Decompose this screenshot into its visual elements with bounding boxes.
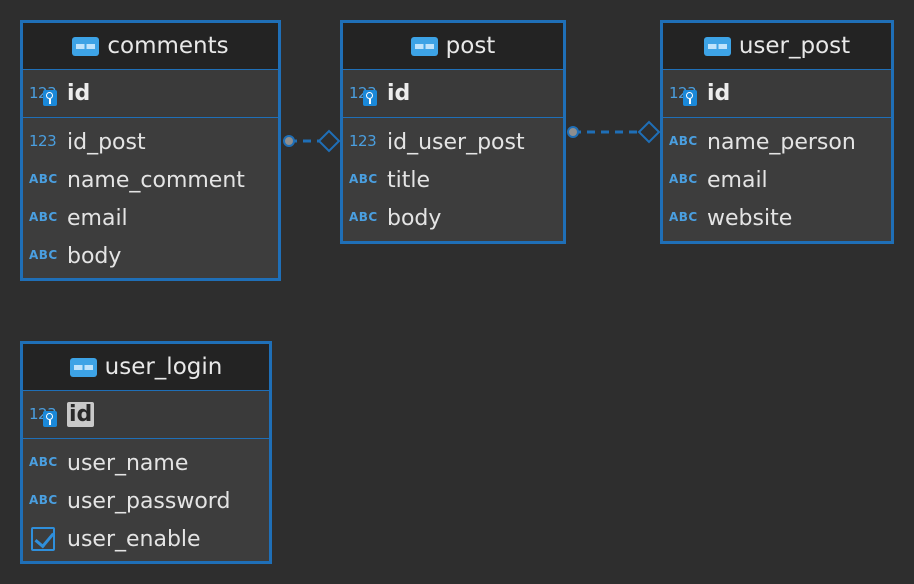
numeric-type-icon: 123 (349, 132, 377, 150)
field-name: user_password (67, 488, 231, 514)
entity-header[interactable]: user_post (663, 23, 891, 70)
numeric-type-icon: 123 (669, 82, 703, 106)
table-icon (69, 357, 97, 377)
text-type-icon: ABC (29, 248, 58, 262)
field-name: id_user_post (387, 129, 525, 155)
field-name: name_comment (67, 167, 245, 193)
field-name: body (67, 243, 122, 269)
entity-user-post[interactable]: user_post 123 id ABC name_person ABC ema… (660, 20, 894, 244)
entity-header[interactable]: comments (23, 23, 278, 70)
field-list: ABC name_person ABC email ABC website (663, 118, 891, 241)
relationship-origin-dot (283, 135, 295, 147)
numeric-type-icon: 123 (29, 82, 63, 106)
field-row[interactable]: user_enable (23, 520, 269, 558)
field-row[interactable]: ABC name_comment (23, 161, 278, 199)
primary-key-row[interactable]: 123 id (23, 70, 278, 118)
entity-title: comments (107, 33, 229, 59)
text-type-icon: ABC (669, 134, 698, 148)
relationship-origin-dot (567, 126, 579, 138)
field-row[interactable]: 123 id_post (23, 123, 278, 161)
primary-key-row[interactable]: 123 id (23, 391, 269, 439)
field-row[interactable]: ABC body (343, 199, 563, 237)
field-name: name_person (707, 129, 856, 155)
text-type-icon: ABC (669, 172, 698, 186)
field-name: title (387, 167, 431, 193)
text-type-icon: ABC (29, 493, 58, 507)
relationship-diamond-icon (317, 129, 341, 153)
entity-post[interactable]: post 123 id 123 id_user_post ABC title A… (340, 20, 566, 244)
field-list: 123 id_user_post ABC title ABC body (343, 118, 563, 241)
text-type-icon: ABC (29, 210, 58, 224)
pk-name: id (67, 81, 91, 106)
field-list: 123 id_post ABC name_comment ABC email A… (23, 118, 278, 279)
table-icon (72, 36, 100, 56)
text-type-icon: ABC (29, 455, 58, 469)
key-icon (683, 89, 697, 106)
primary-key-row[interactable]: 123 id (663, 70, 891, 118)
field-row[interactable]: ABC user_name (23, 444, 269, 482)
key-icon (43, 89, 57, 106)
table-icon (410, 36, 438, 56)
key-icon (43, 410, 57, 427)
field-row[interactable]: ABC user_password (23, 482, 269, 520)
text-type-icon: ABC (349, 172, 378, 186)
text-type-icon: ABC (669, 210, 698, 224)
field-row[interactable]: ABC website (663, 199, 891, 237)
field-row[interactable]: ABC name_person (663, 123, 891, 161)
primary-key-row[interactable]: 123 id (343, 70, 563, 118)
entity-title: post (445, 33, 496, 59)
field-row[interactable]: ABC email (663, 161, 891, 199)
relationship-comments-post[interactable] (283, 129, 341, 153)
field-name: id_post (67, 129, 146, 155)
numeric-type-icon: 123 (29, 132, 57, 150)
entity-title: user_login (104, 354, 223, 380)
field-row[interactable]: 123 id_user_post (343, 123, 563, 161)
table-icon (703, 36, 731, 56)
text-type-icon: ABC (29, 172, 58, 186)
pk-name: id (707, 81, 731, 106)
field-name: email (67, 205, 128, 231)
numeric-type-icon: 123 (29, 403, 63, 427)
entity-header[interactable]: post (343, 23, 563, 70)
field-name: user_enable (67, 526, 201, 552)
field-row[interactable]: ABC title (343, 161, 563, 199)
field-name: user_name (67, 450, 189, 476)
entity-user-login[interactable]: user_login 123 id ABC user_name ABC user… (20, 341, 272, 564)
text-type-icon: ABC (349, 210, 378, 224)
entity-title: user_post (738, 33, 851, 59)
pk-name: id (67, 402, 95, 427)
pk-name: id (387, 81, 411, 106)
field-row[interactable]: ABC email (23, 199, 278, 237)
field-name: email (707, 167, 768, 193)
field-list: ABC user_name ABC user_password user_ena… (23, 439, 269, 562)
field-name: website (707, 205, 793, 231)
entity-header[interactable]: user_login (23, 344, 269, 391)
checkbox-icon (29, 527, 63, 551)
numeric-type-icon: 123 (349, 82, 383, 106)
field-name: body (387, 205, 442, 231)
relationship-post-user-post[interactable] (567, 120, 661, 144)
field-row[interactable]: ABC body (23, 237, 278, 275)
relationship-diamond-icon (637, 120, 661, 144)
key-icon (363, 89, 377, 106)
entity-comments[interactable]: comments 123 id 123 id_post ABC name_com… (20, 20, 281, 281)
